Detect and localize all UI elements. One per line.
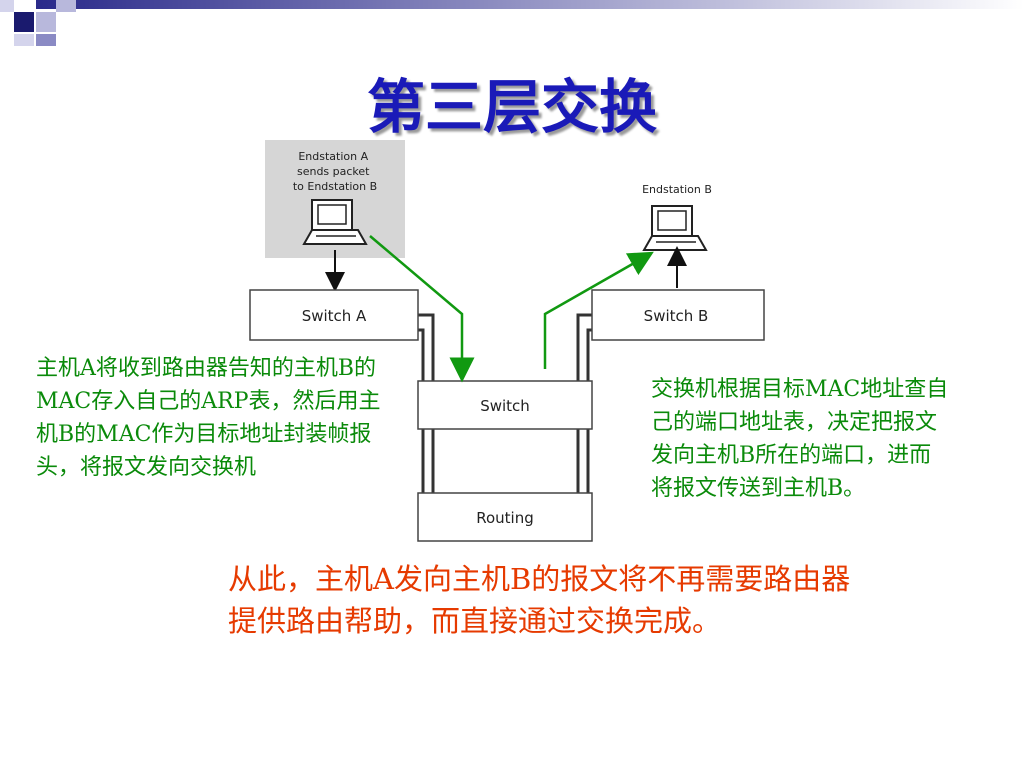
switch-b-label: Switch B [644,307,709,325]
sender-caption-line-3: to Endstation B [293,180,377,193]
switch-a-box [249,289,419,341]
core-switch-box [417,380,593,430]
packet-path-arrow [369,235,475,383]
slide-title: 第三层交换 [366,73,657,141]
packet-path-arrow [543,251,654,369]
switch-a-label: Switch A [302,307,367,325]
core-switch-label: Switch [480,397,530,415]
switch-b-box [591,289,765,341]
computer-icon [642,205,708,251]
router-label: Routing [476,509,534,527]
svg-text:Endstation A sends packet: Endstation A sends packet to Endstation … [293,150,377,193]
conclusion-text: 从此，主机A发向主机B的报文将不再需要路由器提供路由帮助，而直接通过交换完成。 [228,562,851,638]
sender-caption-line-2: sends packet [297,165,370,178]
receiver-caption: Endstation B [642,183,712,196]
corner-decoration [0,0,1024,46]
right-note: 交换机根据目标MAC地址查自己的端口地址表，决定把报文发向主机B所在的端口，进而… [651,377,949,501]
left-note: 主机A将收到路由器告知的主机B的MAC存入自己的ARP表，然后用主机B的MAC作… [36,356,381,480]
sender-caption-line-1: Endstation A [298,150,368,163]
cabling [418,313,592,540]
computer-icon [302,199,368,245]
router-box [417,492,593,542]
